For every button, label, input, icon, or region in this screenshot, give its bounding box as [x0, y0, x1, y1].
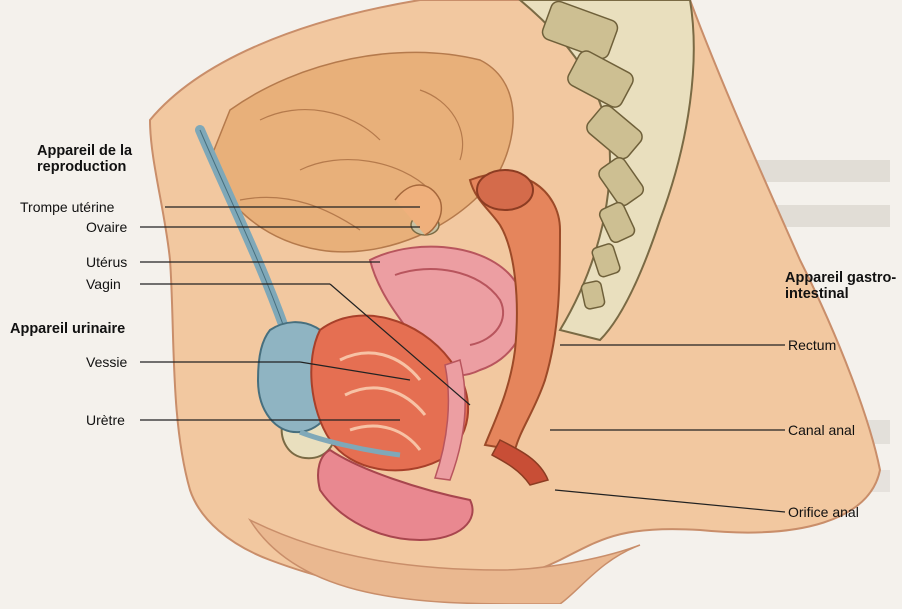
label-fallopian-tube: Trompe utérine [20, 199, 114, 215]
gi-system-heading: Appareil gastro-intestinal [785, 270, 902, 302]
reproductive-system-heading: Appareil de la reproduction [37, 143, 157, 175]
rectum-lumen [477, 170, 533, 210]
label-rectum: Rectum [788, 337, 836, 353]
label-urethra: Urètre [86, 412, 125, 428]
urinary-system-heading: Appareil urinaire [10, 321, 125, 337]
label-bladder: Vessie [86, 354, 127, 370]
label-vagina: Vagin [86, 276, 121, 292]
label-anal-canal: Canal anal [788, 422, 855, 438]
label-anal-orifice: Orifice anal [788, 504, 859, 520]
label-uterus: Utérus [86, 254, 127, 270]
label-ovary: Ovaire [86, 219, 127, 235]
